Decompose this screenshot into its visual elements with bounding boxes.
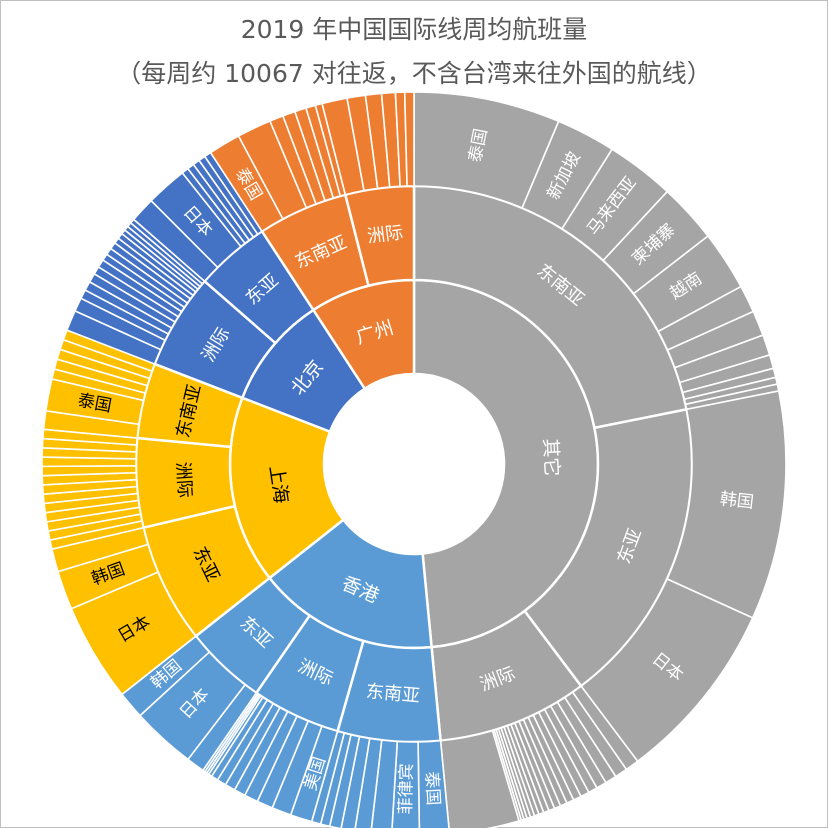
segment-label-洲际: 洲际: [172, 461, 195, 498]
chart-subtitle: （每周约 10067 对往返，不含台湾来往外国的航线）: [116, 59, 712, 88]
segment-label-洲际: 洲际: [366, 222, 404, 247]
sunburst-segments: [41, 91, 787, 828]
segment-label-其它: 其它: [539, 438, 563, 477]
segment-ring3-133: [403, 91, 415, 187]
segment-label-泰国: 泰国: [421, 771, 443, 806]
segment-label-菲律宾: 菲律宾: [396, 763, 417, 814]
chart-title: 2019 年中国国际线周均航班量: [240, 15, 588, 44]
segment-label-东南亚: 东南亚: [365, 681, 421, 707]
segment-label-韩国: 韩国: [719, 489, 755, 513]
